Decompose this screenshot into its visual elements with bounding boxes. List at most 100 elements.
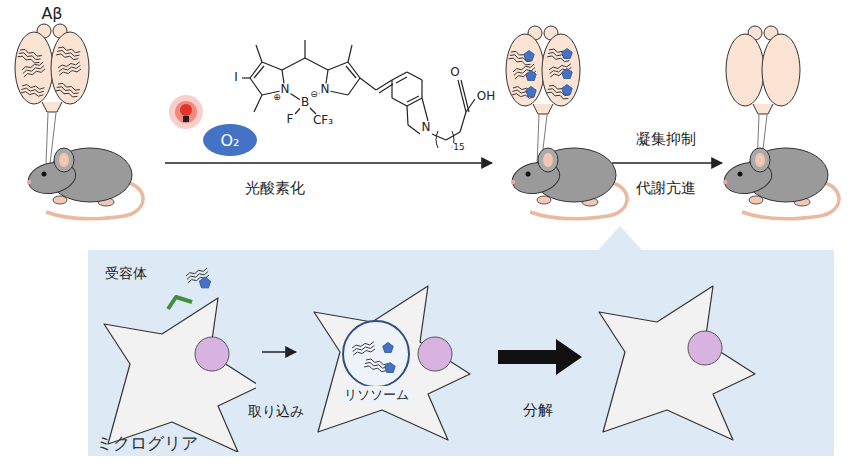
brain-hemisphere bbox=[762, 34, 800, 106]
amyloid-fibril bbox=[547, 48, 571, 63]
mouse bbox=[509, 148, 627, 219]
mouse-ear-inner bbox=[543, 153, 553, 167]
blue-pentagon bbox=[526, 71, 536, 81]
mouse-nose bbox=[27, 180, 31, 184]
brain-stem bbox=[753, 104, 773, 114]
double-bond bbox=[461, 80, 469, 112]
chemical-bond bbox=[348, 45, 352, 62]
mouse-ear-inner bbox=[59, 153, 69, 167]
step-label: 分解 bbox=[523, 402, 553, 419]
process-label: 光酸素化 bbox=[245, 180, 305, 197]
blue-pentagon bbox=[562, 49, 572, 59]
amyloid-fibril bbox=[18, 48, 42, 65]
group-symbol: OH bbox=[476, 90, 496, 103]
chemical-bond bbox=[256, 45, 262, 62]
chemical-bond bbox=[408, 125, 420, 134]
brain-stem bbox=[533, 104, 553, 114]
fibril-strand bbox=[23, 69, 45, 77]
fibril-strand bbox=[366, 358, 388, 366]
atom-symbol: N bbox=[320, 83, 331, 96]
fibril-strand bbox=[18, 55, 40, 65]
brain-hemisphere bbox=[542, 34, 580, 106]
blue-pentagon bbox=[526, 87, 536, 97]
chain-bracket bbox=[436, 131, 438, 148]
chemical-bond bbox=[407, 72, 422, 80]
fibril-strand bbox=[352, 342, 375, 348]
brain bbox=[506, 26, 580, 166]
blue-pentagon bbox=[524, 51, 534, 61]
mouse-eye bbox=[738, 172, 743, 177]
chemical-bond bbox=[422, 98, 428, 121]
mouse-nose bbox=[511, 180, 515, 184]
fibril-strand bbox=[59, 69, 82, 75]
fibril-strand bbox=[56, 89, 78, 99]
cell-nucleus bbox=[195, 337, 229, 371]
blue-pentagon bbox=[385, 363, 395, 373]
chemical-bond bbox=[304, 40, 305, 58]
chemical-bond bbox=[348, 78, 360, 95]
chemical-bond bbox=[392, 98, 407, 106]
chemical-bond bbox=[421, 80, 422, 98]
protein-name: Aβ bbox=[41, 5, 62, 23]
mouse bbox=[721, 148, 839, 219]
chemical-structure bbox=[242, 40, 475, 148]
brain-stem bbox=[42, 102, 62, 112]
fibril-strand bbox=[22, 84, 45, 90]
big-arrow bbox=[498, 339, 582, 375]
chemical-bond bbox=[460, 112, 466, 132]
amyloid-fibril bbox=[21, 62, 45, 77]
repeat-count: 15 bbox=[452, 143, 465, 153]
process-arrow bbox=[612, 162, 722, 164]
double-bond bbox=[254, 66, 264, 78]
effect-label: 代謝亢進 bbox=[636, 180, 696, 197]
fibril-strand bbox=[58, 46, 80, 54]
chemical-bond bbox=[407, 98, 422, 106]
amyloid-fibril bbox=[21, 84, 45, 97]
mouse-ear-inner bbox=[755, 153, 765, 167]
fibril-strand bbox=[58, 65, 81, 71]
atom-symbol: O bbox=[449, 66, 460, 79]
fibril-strand bbox=[21, 91, 44, 97]
mouse bbox=[25, 148, 143, 219]
mouse-eye bbox=[526, 172, 531, 177]
cell-nucleus bbox=[688, 331, 722, 365]
small-arrow bbox=[262, 351, 296, 353]
fibril-strand bbox=[58, 62, 81, 68]
brain-hemisphere bbox=[726, 34, 764, 106]
lysosome-membrane bbox=[343, 321, 409, 387]
double-bond bbox=[407, 96, 419, 102]
effect-label: 凝集抑制 bbox=[636, 131, 696, 148]
atom-symbol: F bbox=[286, 113, 295, 126]
atom-symbol: N bbox=[421, 121, 432, 134]
microglia-cell bbox=[314, 286, 470, 440]
amyloid-fibril bbox=[512, 86, 536, 99]
fibril-strand bbox=[57, 49, 79, 57]
fibril-strand bbox=[56, 53, 78, 61]
brain-hemisphere bbox=[51, 32, 89, 104]
bulb-base bbox=[183, 116, 189, 122]
chemical-bond bbox=[328, 62, 348, 70]
mouse-ear bbox=[538, 148, 558, 172]
chemical-bond bbox=[282, 58, 305, 70]
chemical-bond bbox=[407, 106, 408, 125]
process-arrow bbox=[165, 162, 492, 164]
mouse-ear bbox=[750, 148, 770, 172]
amyloid-fibril bbox=[364, 358, 388, 373]
amyloid-fibril bbox=[56, 46, 80, 61]
atom-symbol: I bbox=[233, 71, 239, 84]
double-bond bbox=[379, 84, 393, 93]
blue-pentagon bbox=[383, 343, 393, 353]
fibril-strand bbox=[352, 345, 375, 351]
cell-outline bbox=[314, 286, 470, 440]
chemical-bond bbox=[360, 78, 376, 90]
mouse-eye bbox=[42, 172, 47, 177]
chemical-bond bbox=[254, 95, 262, 112]
molecule-label: O₂ bbox=[220, 131, 239, 150]
fibril-strand bbox=[21, 87, 44, 93]
red-light bbox=[169, 95, 203, 129]
chemical-bond bbox=[376, 80, 392, 90]
charge-sign: ⊖ bbox=[309, 90, 319, 100]
group-symbol: CF₃ bbox=[312, 114, 334, 127]
chemical-bond bbox=[305, 58, 328, 70]
